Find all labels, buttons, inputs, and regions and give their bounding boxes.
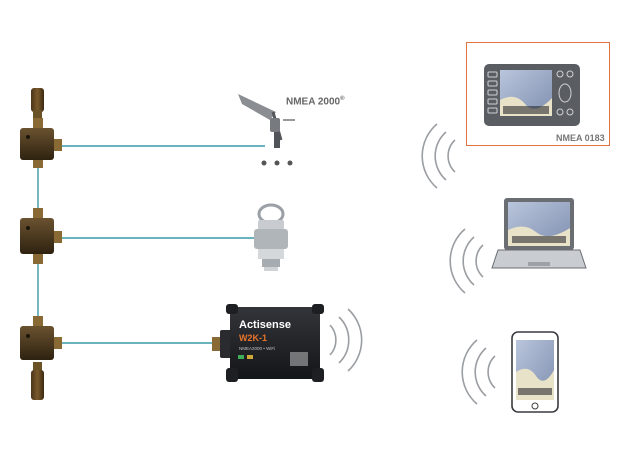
- wifi-waves-icon: [421, 123, 456, 189]
- tee-connector-icon: [20, 208, 62, 264]
- tee-connector-icon: [20, 118, 62, 168]
- backbone-cable: [37, 145, 265, 344]
- wifi-waves-icon: [449, 228, 484, 294]
- laptop-icon: [491, 198, 587, 269]
- smartphone-icon: [511, 331, 559, 413]
- gateway-subtitle: NMEA2000 • WiFi: [239, 346, 275, 351]
- wifi-waves-icon: [461, 339, 496, 405]
- tee-connector-icon: [20, 316, 62, 360]
- chartplotter-icon: [484, 64, 580, 126]
- gateway-model: W2K-1: [239, 333, 267, 343]
- depth-transducer-icon: [254, 203, 288, 271]
- nmea0183-label: NMEA 0183: [556, 133, 605, 143]
- wind-sensor-icon: [238, 94, 295, 166]
- backbone-terminator-bottom: [31, 362, 44, 400]
- backbone-terminator-top: [31, 88, 44, 120]
- gateway-brand: Actisense: [239, 319, 291, 331]
- wifi-gateway-device: Actisense W2K-1 NMEA2000 • WiFi: [212, 304, 324, 382]
- chartplotter-highlight-frame: [466, 42, 610, 146]
- nmea2000-label: NMEA 2000®: [286, 96, 345, 108]
- wifi-waves-icon: [329, 308, 363, 372]
